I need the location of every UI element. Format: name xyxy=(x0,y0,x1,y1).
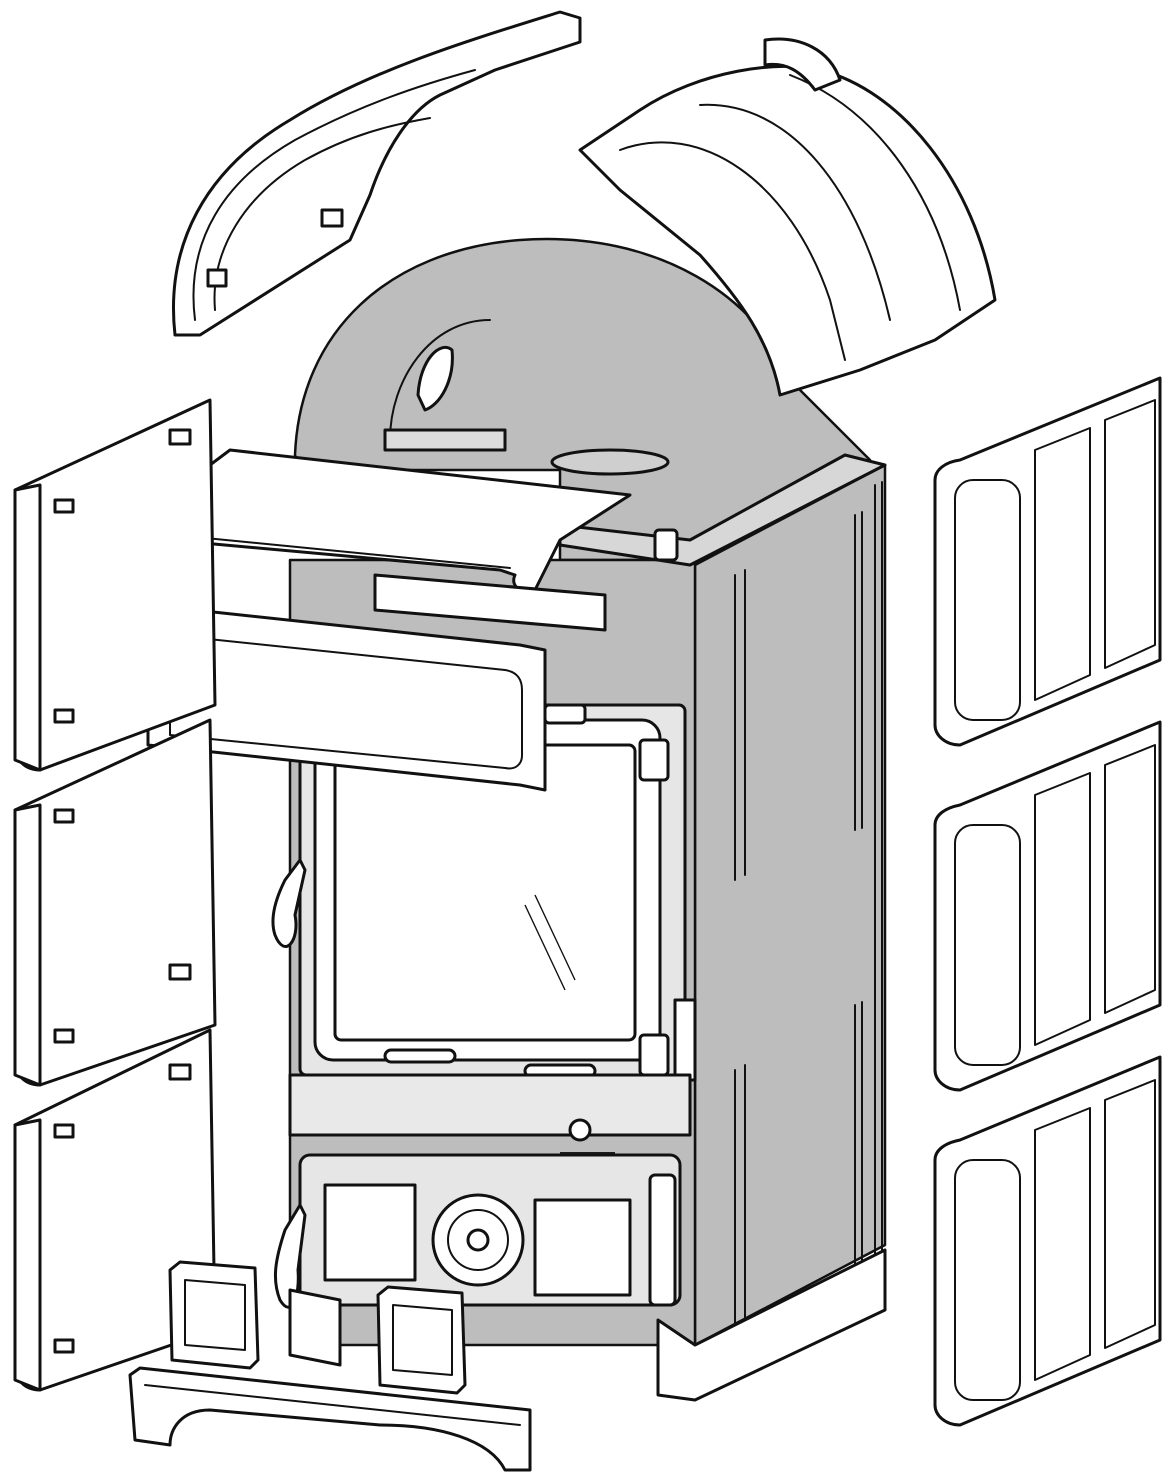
top-shelf xyxy=(146,448,632,632)
control-knob xyxy=(568,1118,592,1142)
air-regulator-center xyxy=(466,1228,490,1252)
air-slider-left xyxy=(383,1048,457,1064)
side-back-edge xyxy=(874,481,883,1261)
dome-bracket xyxy=(383,428,507,452)
left-tile-bottom-clip-1 xyxy=(168,1063,192,1081)
glass-reflection xyxy=(524,894,576,991)
crown-right-rib-1 xyxy=(619,141,846,361)
crown-left xyxy=(172,10,582,337)
front-top-panel-inset xyxy=(169,634,523,770)
right-tile-top xyxy=(933,376,1162,747)
side-rail-left xyxy=(734,569,746,881)
top-shelf-groove xyxy=(174,534,511,569)
front-top-panel-bracket xyxy=(543,703,587,725)
left-tile-top xyxy=(13,398,217,772)
crown-right-piece xyxy=(578,64,997,397)
door-hinge-bottom xyxy=(638,1033,670,1077)
left-tile-middle-clip-2 xyxy=(53,808,75,824)
right-tile-top-inset-2 xyxy=(1034,427,1091,701)
right-tile-bottom xyxy=(933,1055,1162,1427)
air-regulator-hub xyxy=(447,1209,509,1271)
foot-right-inset xyxy=(392,1304,453,1376)
left-tile-bottom-clip-2 xyxy=(53,1123,75,1139)
hinge-plate xyxy=(673,998,697,1082)
right-tile-bottom-face xyxy=(933,1055,1162,1427)
left-tile-top-clip-2 xyxy=(53,498,75,514)
control-strip xyxy=(288,1073,692,1166)
fire-door xyxy=(271,703,697,1082)
right-tile-middle xyxy=(933,720,1162,1092)
ash-door-right-pane xyxy=(533,1198,632,1297)
left-tile-top-clip-1 xyxy=(168,428,192,446)
left-tile-top-clip-3 xyxy=(53,708,75,724)
crown-right-hook xyxy=(763,37,842,92)
side-rail-left-lower xyxy=(734,1064,746,1346)
right-tile-top-face xyxy=(933,376,1162,747)
right-tile-top-inset-1 xyxy=(954,479,1021,721)
right-tile-bottom-inset-3 xyxy=(1104,1079,1156,1349)
foot-left xyxy=(168,1260,260,1370)
right-tile-bottom-inset-2 xyxy=(1034,1107,1091,1381)
top-shelf-strip xyxy=(373,573,607,632)
control-panel xyxy=(288,1073,692,1137)
front-top-panel xyxy=(146,603,587,792)
crown-right-rib-2 xyxy=(699,103,891,321)
dome-window-slot xyxy=(416,346,454,412)
left-tile-bottom-clip-3 xyxy=(53,1338,75,1354)
crown-left-piece xyxy=(172,10,582,337)
flue-collar xyxy=(550,448,670,476)
right-tile-middle-inset-1 xyxy=(954,824,1021,1066)
right-tile-middle-face xyxy=(933,720,1162,1092)
left-tile-bottom-edge xyxy=(13,1118,42,1392)
crown-left-inner2 xyxy=(213,117,431,311)
right-tile-top-inset-3 xyxy=(1104,399,1156,669)
front-top-panel-frame xyxy=(146,603,547,792)
crown-right-rib-3 xyxy=(789,74,961,311)
ash-door-left-pane xyxy=(323,1183,417,1282)
foot-left-inset xyxy=(184,1279,246,1351)
fire-door-glass xyxy=(333,743,637,1042)
ash-door xyxy=(274,1153,682,1309)
pipe-stub xyxy=(653,528,679,562)
left-tile-top-edge xyxy=(13,483,42,772)
right-tile-middle-inset-2 xyxy=(1034,772,1091,1046)
crown-left-inner xyxy=(192,69,476,321)
door-hinge-top xyxy=(638,738,670,782)
stove-side-panel xyxy=(693,463,887,1347)
crown-left-clip-1 xyxy=(320,208,344,228)
side-rail-right-lower xyxy=(854,1001,863,1301)
foot-left-bracket xyxy=(288,1288,342,1367)
crown-right xyxy=(578,37,997,397)
right-tile-bottom-inset-1 xyxy=(954,1159,1021,1401)
ash-door-handle xyxy=(274,1203,307,1309)
foot-right xyxy=(376,1285,467,1395)
left-tile-top-face xyxy=(13,398,217,772)
left-tile-middle xyxy=(13,718,217,1087)
left-tile-middle-clip-1 xyxy=(168,963,192,981)
left-tile-middle-edge xyxy=(13,803,42,1087)
stove-base xyxy=(288,1248,887,1402)
left-tile-middle-clip-3 xyxy=(53,1028,75,1044)
front-plinth-groove xyxy=(144,1384,521,1426)
left-side-tiles xyxy=(13,398,217,1392)
right-side-tiles xyxy=(933,376,1162,1427)
crown-left-clip-2 xyxy=(206,268,228,288)
right-tile-middle-inset-3 xyxy=(1104,744,1156,1014)
door-handle xyxy=(271,858,307,948)
dome-inner-arc xyxy=(389,319,491,441)
left-tile-middle-face xyxy=(13,718,217,1087)
side-rail-right xyxy=(854,511,863,831)
ash-door-hinge xyxy=(648,1173,677,1307)
feet-and-plinth xyxy=(128,1260,532,1472)
base-skirt xyxy=(656,1248,887,1402)
left-tile-bottom xyxy=(13,1028,217,1392)
